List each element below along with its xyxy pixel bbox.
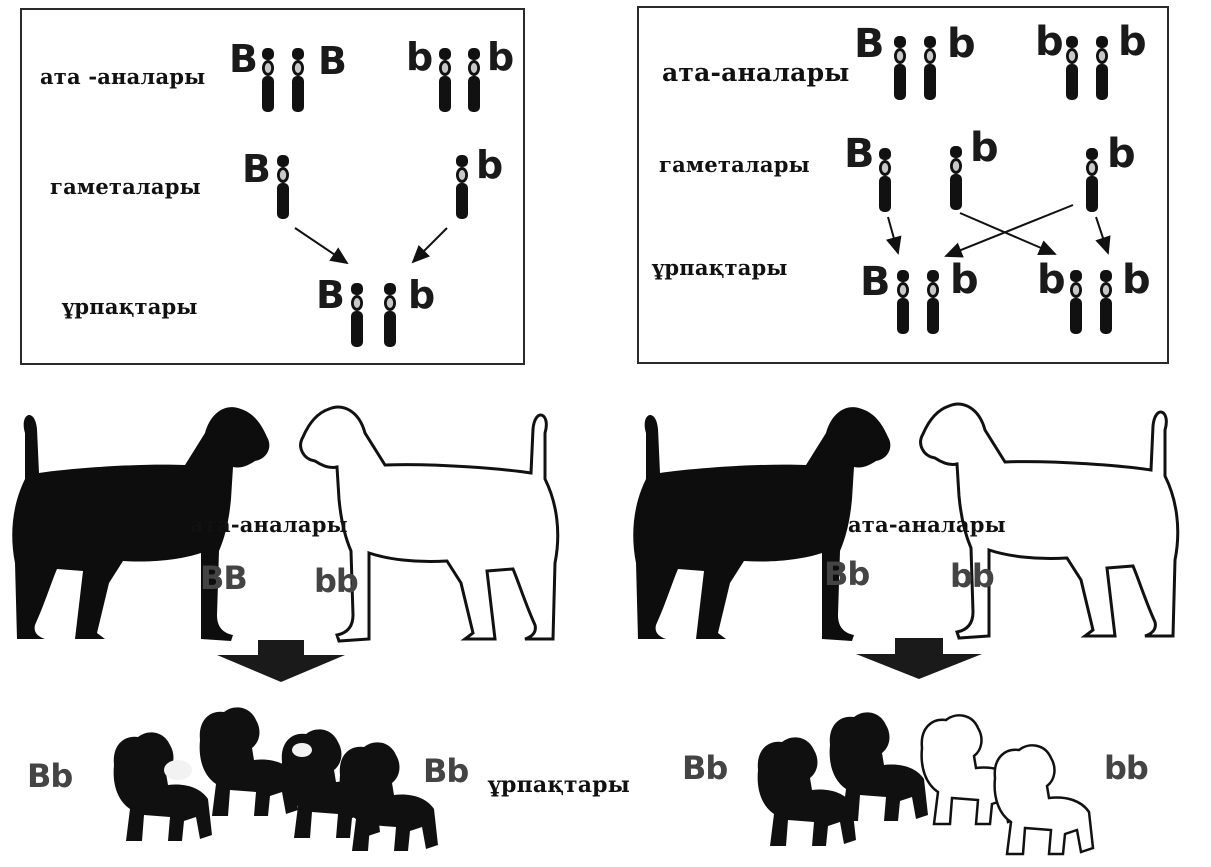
right-puppies xyxy=(758,712,1093,854)
left-parents-label: ата -аналары xyxy=(40,64,205,89)
left-parent1-chromosomes xyxy=(262,48,304,112)
left-dogs-parents-label: ата-аналары xyxy=(190,512,348,537)
right-dogs-parents-label: ата-аналары xyxy=(848,512,1006,537)
right-fertilization-arrows xyxy=(888,205,1108,256)
right-down-arrow xyxy=(856,638,982,679)
right-offspring-chromosomes xyxy=(897,270,1112,334)
left-parent2-allele-1: b xyxy=(406,38,433,76)
right-gamete-allele-3: b xyxy=(1107,134,1136,174)
right-parents-label: ата-аналары xyxy=(662,58,850,87)
left-down-arrow xyxy=(217,640,345,682)
left-parent1-allele-1: B xyxy=(229,40,258,78)
left-offspring-allele-1: B xyxy=(316,276,345,314)
right-gamete-allele-2: b xyxy=(970,128,999,168)
left-gamete-chromosomes xyxy=(277,155,468,219)
right-offspring1-allele-1: B xyxy=(860,262,891,302)
left-offspring-chromosomes xyxy=(351,283,396,347)
shared-offspring-label: ұрпақтары xyxy=(488,772,630,798)
right-parent1-allele-1: B xyxy=(854,24,885,64)
left-parent2-chromosomes xyxy=(439,48,480,112)
left-offspring-genotype-right: Bb xyxy=(423,755,468,787)
left-parent2-allele-2: b xyxy=(487,38,514,76)
right-gametes-label: гаметалары xyxy=(659,152,810,177)
left-fertilization-arrows xyxy=(295,228,447,263)
right-parent1-allele-2: b xyxy=(947,24,976,64)
right-offspring-genotype-white: bb xyxy=(1104,752,1148,784)
right-offspring2-allele-2: b xyxy=(1122,260,1151,300)
left-dogs-parent2-genotype: bb xyxy=(314,565,358,597)
left-offspring-genotype-left: Bb xyxy=(27,760,72,792)
left-dogs-parent1-genotype: BB xyxy=(200,562,247,594)
left-gamete1-allele: B xyxy=(242,150,271,188)
left-gametes-label: гаметалары xyxy=(50,174,201,199)
right-parent2-allele-2: b xyxy=(1118,22,1147,62)
left-gamete2-allele: b xyxy=(476,146,503,184)
right-offspring-genotype-black: Bb xyxy=(682,752,727,784)
right-offspring-label: ұрпақтары xyxy=(652,255,788,280)
left-puppies xyxy=(114,707,438,851)
right-parent1-chromosomes xyxy=(894,36,936,100)
left-offspring-allele-2: b xyxy=(408,276,435,314)
right-parent2-chromosomes xyxy=(1066,36,1108,100)
right-dogs-parent2-genotype: bb xyxy=(950,560,994,592)
right-parent2-allele-1: b xyxy=(1035,22,1064,62)
right-dogs-parent1-genotype: Bb xyxy=(824,558,869,590)
right-offspring1-allele-2: b xyxy=(950,260,979,300)
left-offspring-label: ұрпақтары xyxy=(62,294,198,319)
left-parent1-allele-2: B xyxy=(318,42,347,80)
right-gamete-allele-1: B xyxy=(844,134,875,174)
right-offspring2-allele-1: b xyxy=(1037,260,1066,300)
